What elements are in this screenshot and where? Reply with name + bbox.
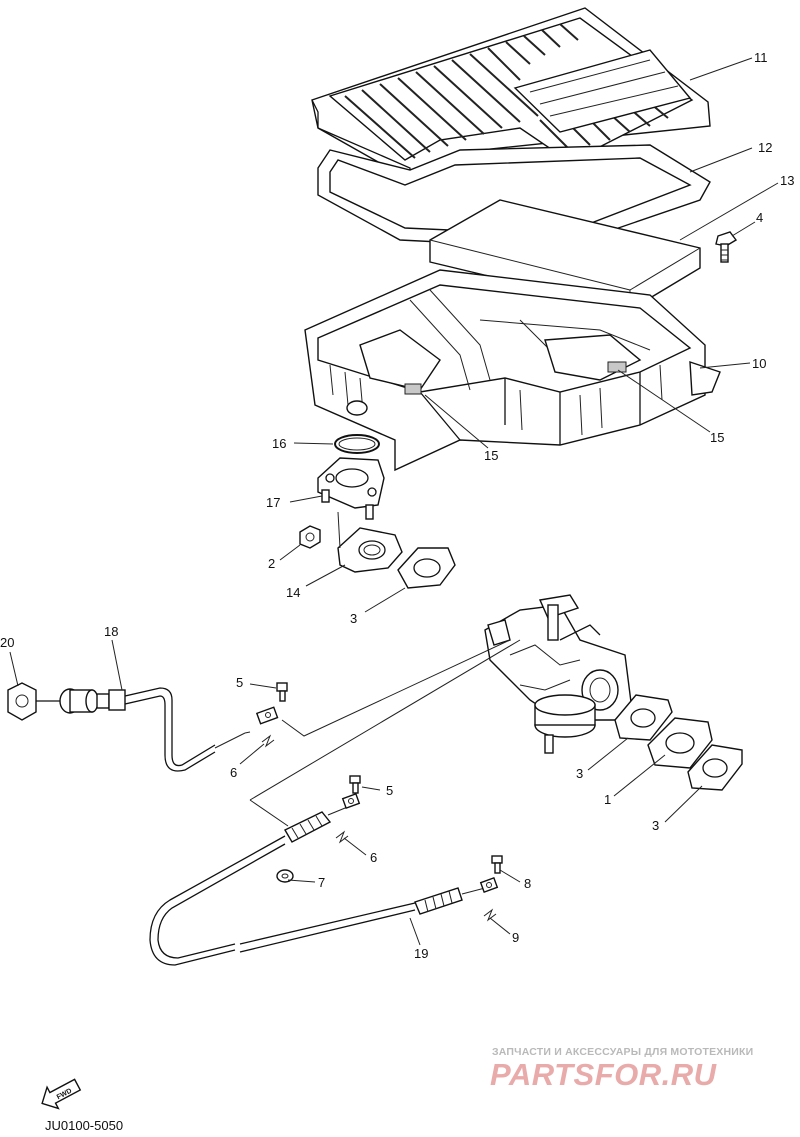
clip-9 [483,908,497,922]
label-14: 14 [286,585,300,600]
label-4: 4 [756,210,763,225]
label-15-left: 15 [484,448,498,463]
carburetor [484,594,633,754]
reference-lines [249,639,521,827]
label-1: 1 [604,792,611,807]
label-11: 11 [754,50,768,65]
label-15-right: 15 [710,430,724,445]
gasket-upper [397,547,456,589]
label-13: 13 [780,173,794,188]
label-17: 17 [266,495,280,510]
air-cleaner-cover [311,7,711,181]
joint-plate [317,457,385,520]
part-labels: 11 12 13 4 10 15 15 16 17 2 14 3 20 18 5… [0,50,794,961]
label-6-lower: 6 [370,850,377,865]
carb-joint [337,511,403,573]
label-10: 10 [752,356,766,371]
bolt-4 [715,231,738,263]
choke-cable [124,687,251,772]
leader-lines [9,57,779,946]
label-6-upper: 6 [230,765,237,780]
label-9: 9 [512,930,519,945]
diagram-code: JU0100-5050 [45,1118,124,1133]
screw-8 [491,855,503,874]
watermark-caption: ЗАПЧАСТИ И АКСЕССУАРЫ ДЛЯ МОТОТЕХНИКИ [492,1046,754,1058]
label-7: 7 [318,875,325,890]
filter-element [429,199,701,311]
label-8: 8 [524,876,531,891]
o-ring [334,434,380,454]
fwd-arrow-icon: FWD [41,1078,82,1110]
choke-knob [7,682,126,721]
cover-seal [317,144,711,249]
cable-end-upper [255,706,279,725]
label-3-upper: 3 [350,611,357,626]
gasket-carb-side [614,694,673,741]
label-5-lower: 5 [386,783,393,798]
nut-2 [299,525,321,549]
label-3-carb: 3 [576,766,583,781]
label-19: 19 [414,946,428,961]
air-cleaner-case [304,269,721,472]
label-3-far: 3 [652,818,659,833]
gasket-far [687,744,743,791]
label-16: 16 [272,436,286,451]
label-2: 2 [268,556,275,571]
screw-5-lower [349,775,361,794]
label-12: 12 [758,140,772,155]
label-20: 20 [0,635,14,650]
nut-7 [276,869,294,883]
label-5-upper: 5 [236,675,243,690]
screw-5-upper [276,682,288,702]
clip-6-upper [261,734,275,748]
clip-6-lower [335,830,349,844]
watermark-brand: PARTSFOR.RU [490,1057,717,1092]
label-18: 18 [104,624,118,639]
throttle-cable [149,793,499,966]
